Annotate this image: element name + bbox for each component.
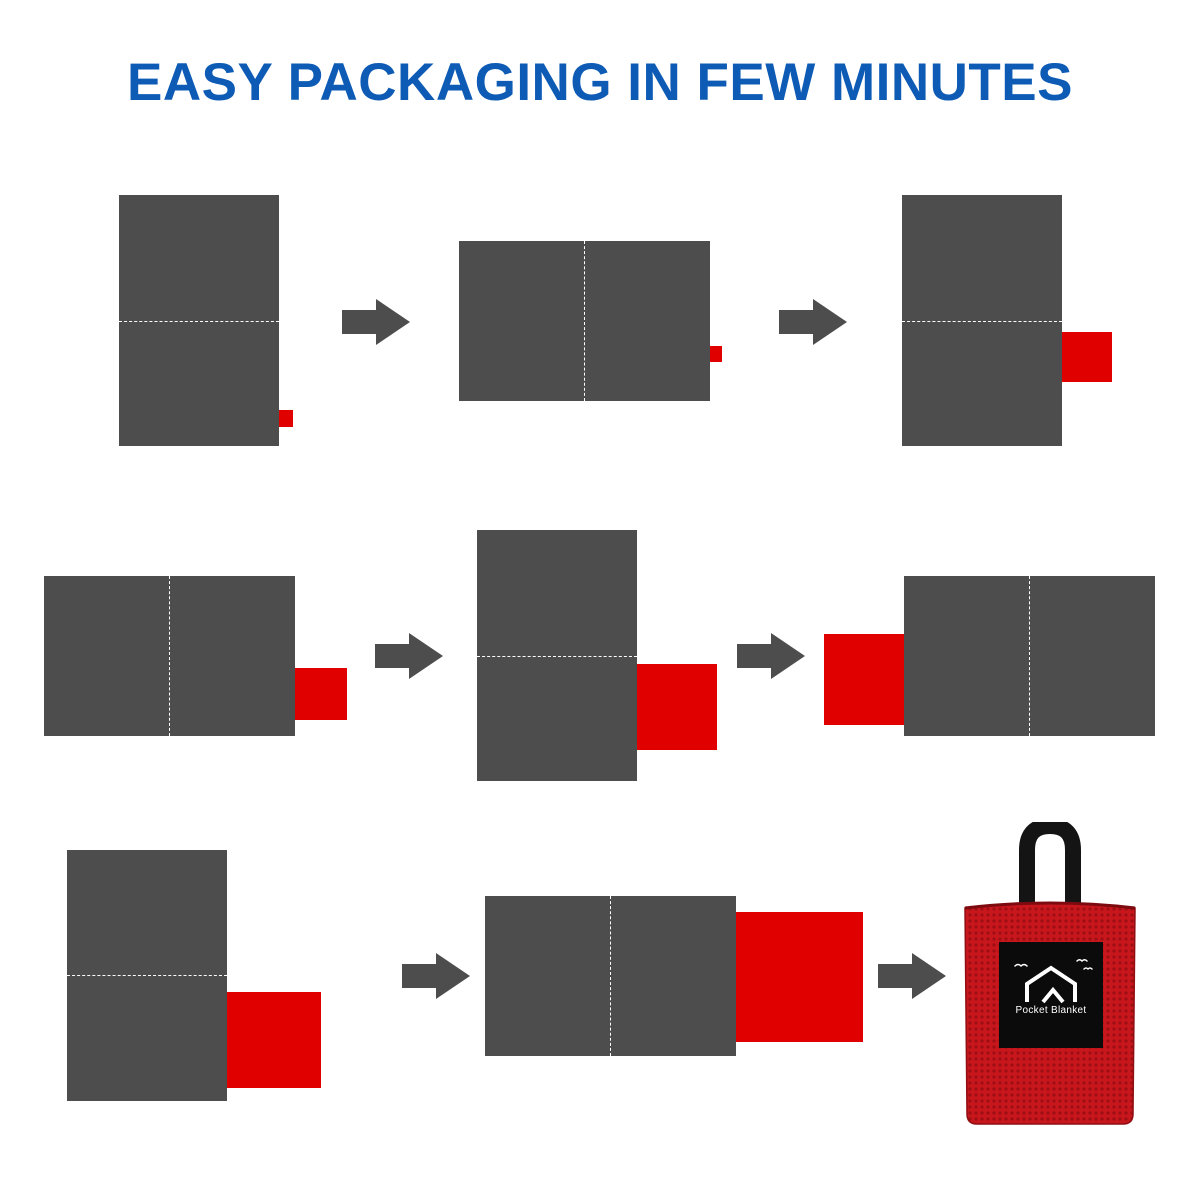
fold-line — [610, 896, 611, 1056]
pouch-tab — [1062, 332, 1112, 382]
fold-line — [169, 576, 170, 736]
pouch-tab — [710, 346, 722, 362]
brand-label-text: Pocket Blanket — [1015, 1005, 1087, 1016]
pouch-tab — [736, 912, 863, 1042]
fold-line — [477, 656, 637, 657]
pouch-tab — [227, 992, 321, 1088]
blanket-panel — [902, 195, 1062, 446]
arrow-right-icon — [737, 633, 805, 679]
flying-birds-icon — [1014, 959, 1093, 971]
pouch-tab — [279, 410, 293, 427]
arrow-right-icon — [779, 299, 847, 345]
arrow-right-icon — [878, 953, 946, 999]
page-title: EASY PACKAGING IN FEW MINUTES — [127, 53, 1073, 112]
fold-line — [902, 321, 1062, 322]
arrow-right-icon — [402, 953, 470, 999]
blanket-panel — [119, 195, 279, 446]
fold-line — [119, 321, 279, 322]
pocket-blanket-bag — [964, 822, 1136, 1125]
mountain-peak-icon — [1025, 965, 1077, 1004]
fold-line — [67, 975, 227, 976]
pouch-tab — [295, 668, 347, 720]
pouch-tab — [637, 664, 717, 750]
fold-line — [1029, 576, 1030, 736]
arrow-right-icon — [342, 299, 410, 345]
fold-line — [584, 241, 585, 401]
pouch-tab — [824, 634, 904, 725]
arrow-right-icon — [375, 633, 443, 679]
blanket-panel — [477, 530, 637, 781]
handle-strap — [1019, 822, 1081, 946]
